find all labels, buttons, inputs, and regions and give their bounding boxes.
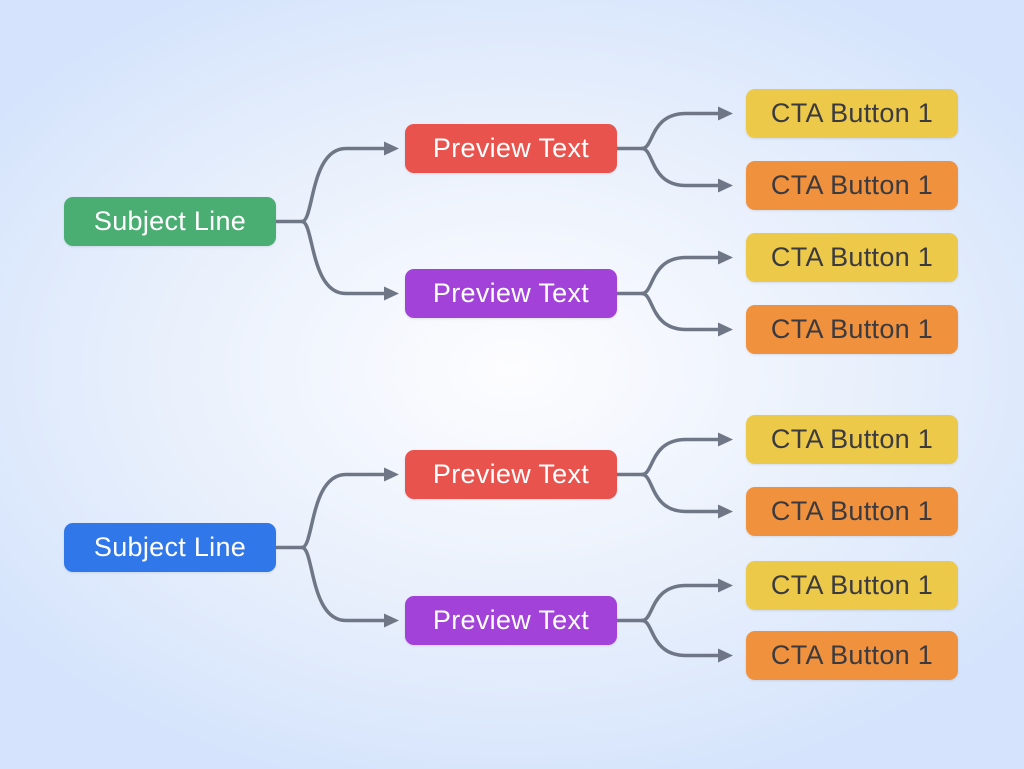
arrowhead-icon — [718, 432, 733, 447]
preview-text-node: Preview Text — [405, 450, 617, 499]
arrowhead-icon — [718, 504, 733, 519]
connector-path — [300, 472, 387, 550]
cta-button-node: CTA Button 1 — [746, 415, 958, 464]
connector-stroke-group — [275, 111, 721, 658]
connector-path — [640, 291, 721, 332]
arrowhead-icon — [718, 578, 733, 593]
cta-button-node: CTA Button 1 — [746, 561, 958, 610]
preview-text-node: Preview Text — [405, 596, 617, 645]
cta-button-node: CTA Button 1 — [746, 305, 958, 354]
cta-button-node: CTA Button 1 — [746, 89, 958, 138]
preview-text-node: Preview Text — [405, 269, 617, 318]
arrowhead-icon — [718, 178, 733, 193]
arrowhead-icon — [718, 648, 733, 663]
connector-path — [640, 146, 721, 188]
arrowhead-icon — [384, 613, 399, 628]
arrowhead-icon — [718, 322, 733, 337]
cta-button-node: CTA Button 1 — [746, 161, 958, 210]
arrowhead-icon — [384, 141, 399, 156]
connector-path — [640, 255, 721, 296]
arrowhead-icon — [718, 250, 733, 265]
arrowhead-icon — [718, 106, 733, 121]
connector-path — [300, 545, 387, 623]
preview-text-node: Preview Text — [405, 124, 617, 173]
connector-path — [640, 472, 721, 514]
arrowhead-icon — [384, 286, 399, 301]
arrowhead-icon — [384, 467, 399, 482]
connector-path — [640, 111, 721, 151]
cta-button-node: CTA Button 1 — [746, 487, 958, 536]
connector-path — [640, 583, 721, 623]
arrowhead-group — [384, 106, 733, 663]
subject-line-node: Subject Line — [64, 523, 276, 572]
connector-path — [300, 146, 387, 224]
connector-path — [640, 618, 721, 658]
connector-path — [300, 219, 387, 296]
subject-line-node: Subject Line — [64, 197, 276, 246]
connector-path — [640, 437, 721, 477]
cta-button-node: CTA Button 1 — [746, 631, 958, 680]
cta-button-node: CTA Button 1 — [746, 233, 958, 282]
